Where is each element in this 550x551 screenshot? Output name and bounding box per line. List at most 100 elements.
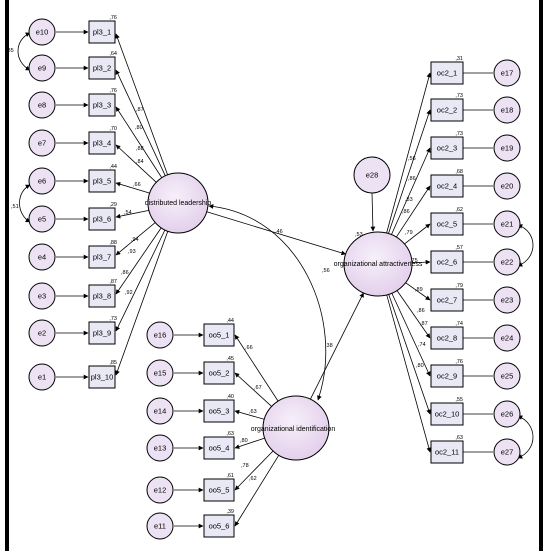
error-label: e14: [154, 407, 167, 416]
r-squared: ,62: [455, 207, 463, 213]
r-squared: ,44: [109, 164, 117, 170]
indicator-label: oc2_8: [437, 334, 457, 343]
indicator-box: [88, 284, 116, 308]
error-term: [28, 129, 56, 157]
loading-path: [404, 223, 431, 245]
indicator-label: pl3_4: [93, 139, 111, 148]
loading-path: [115, 181, 150, 194]
loading-value: ,80: [416, 363, 424, 369]
indicator-box: [88, 245, 116, 269]
error-label: e27: [501, 448, 514, 457]
indicator-label: pl3_9: [93, 329, 111, 338]
loading-path: [396, 290, 431, 339]
error-term: [493, 59, 521, 87]
r-squared: ,85: [109, 360, 117, 366]
error-label: e8: [38, 101, 46, 110]
r-squared: ,55: [455, 397, 463, 403]
indicator-label: oc2_5: [437, 220, 457, 229]
loading-value: ,88: [136, 146, 144, 152]
indicator-label: pl3_6: [93, 215, 111, 224]
indicator-box: [430, 402, 464, 426]
indicator-box: [430, 136, 464, 160]
indicator-label: oo5_2: [209, 369, 230, 378]
path-coefficient: ,46: [275, 229, 283, 235]
covariance-e21-e22: [517, 224, 534, 267]
error-label: e23: [501, 296, 514, 305]
path-coefficient: ,38: [325, 343, 333, 349]
indicator-label: oo5_3: [209, 407, 230, 416]
r-squared: ,45: [226, 356, 234, 362]
latent-label: organizational identification: [251, 426, 336, 433]
loading-value: ,75: [410, 258, 418, 264]
indicator-box: [88, 207, 116, 231]
indicator-label: oc2_2: [437, 106, 457, 115]
indicator-label: pl3_3: [93, 101, 111, 110]
r-squared: ,29: [109, 202, 117, 208]
indicator-label: oc2_10: [435, 410, 460, 419]
loading-path: [234, 334, 279, 402]
r-squared: ,76: [455, 359, 463, 365]
right-border: [539, 0, 543, 551]
indicator-label: oc2_3: [437, 144, 457, 153]
error-term: [493, 400, 521, 428]
loading-value: ,89: [415, 287, 423, 293]
structural-path-oi-oa: [310, 292, 364, 400]
loading-value: ,80: [135, 125, 143, 131]
error-label: e1: [38, 373, 46, 382]
error-term: [146, 434, 174, 462]
loading-path: [411, 259, 431, 265]
indicator-label: oc2_9: [437, 372, 457, 381]
error-term: [493, 438, 521, 466]
loading-path: [386, 294, 432, 453]
error-label: e15: [154, 369, 167, 378]
indicator-label: pl3_1: [93, 28, 111, 37]
indicator-box: [430, 364, 464, 388]
r-squared: ,63: [455, 435, 463, 441]
error-label: e13: [154, 444, 167, 453]
indicator-box: [430, 250, 464, 274]
indicator-label: oc2_11: [435, 448, 459, 457]
r-squared: ,31: [455, 56, 463, 62]
error-term: [28, 282, 56, 310]
r-squared: ,73: [455, 131, 463, 137]
indicator-label: oc2_7: [437, 296, 457, 305]
loading-value: ,66: [133, 182, 141, 188]
error-label: e7: [38, 139, 46, 148]
error-term: [493, 96, 521, 124]
covariance-value: ,51: [11, 204, 19, 210]
loading-path: [391, 147, 431, 235]
error-term: [493, 134, 521, 162]
error-term: [493, 172, 521, 200]
loading-path: [388, 109, 431, 234]
indicator-box: [430, 212, 464, 236]
indicator-label: pl3_10: [91, 373, 114, 382]
indicator-box: [430, 440, 464, 464]
error-label: e10: [36, 28, 49, 37]
loading-value: ,86: [408, 176, 416, 182]
loading-value: ,83: [405, 197, 413, 203]
loading-path: [115, 222, 156, 256]
r-squared: ,73: [109, 316, 117, 322]
loading-value: ,92: [125, 290, 133, 296]
error-term: [28, 205, 56, 233]
covariance-dl-oi: [208, 204, 327, 401]
loading-value: ,56: [408, 156, 416, 162]
error-term: [146, 397, 174, 425]
loading-path: [115, 229, 166, 332]
r-squared: ,76: [109, 15, 117, 21]
r-squared: ,44: [226, 318, 234, 324]
indicator-box: [88, 169, 116, 193]
indicator-box: [203, 478, 235, 502]
latent-label: organizational attractiveness: [334, 261, 423, 268]
indicator-box: [430, 174, 464, 198]
indicator-box: [88, 56, 116, 80]
loading-path: [395, 185, 431, 238]
error-label: e18: [501, 106, 514, 115]
latent-label: distributed leadership: [145, 200, 212, 207]
loading-path: [115, 231, 169, 376]
error-label: e19: [501, 144, 514, 153]
disturbance-path: [370, 192, 376, 232]
loading-path: [234, 437, 265, 449]
r-squared: ,88: [109, 240, 117, 246]
error-term: [493, 248, 521, 276]
